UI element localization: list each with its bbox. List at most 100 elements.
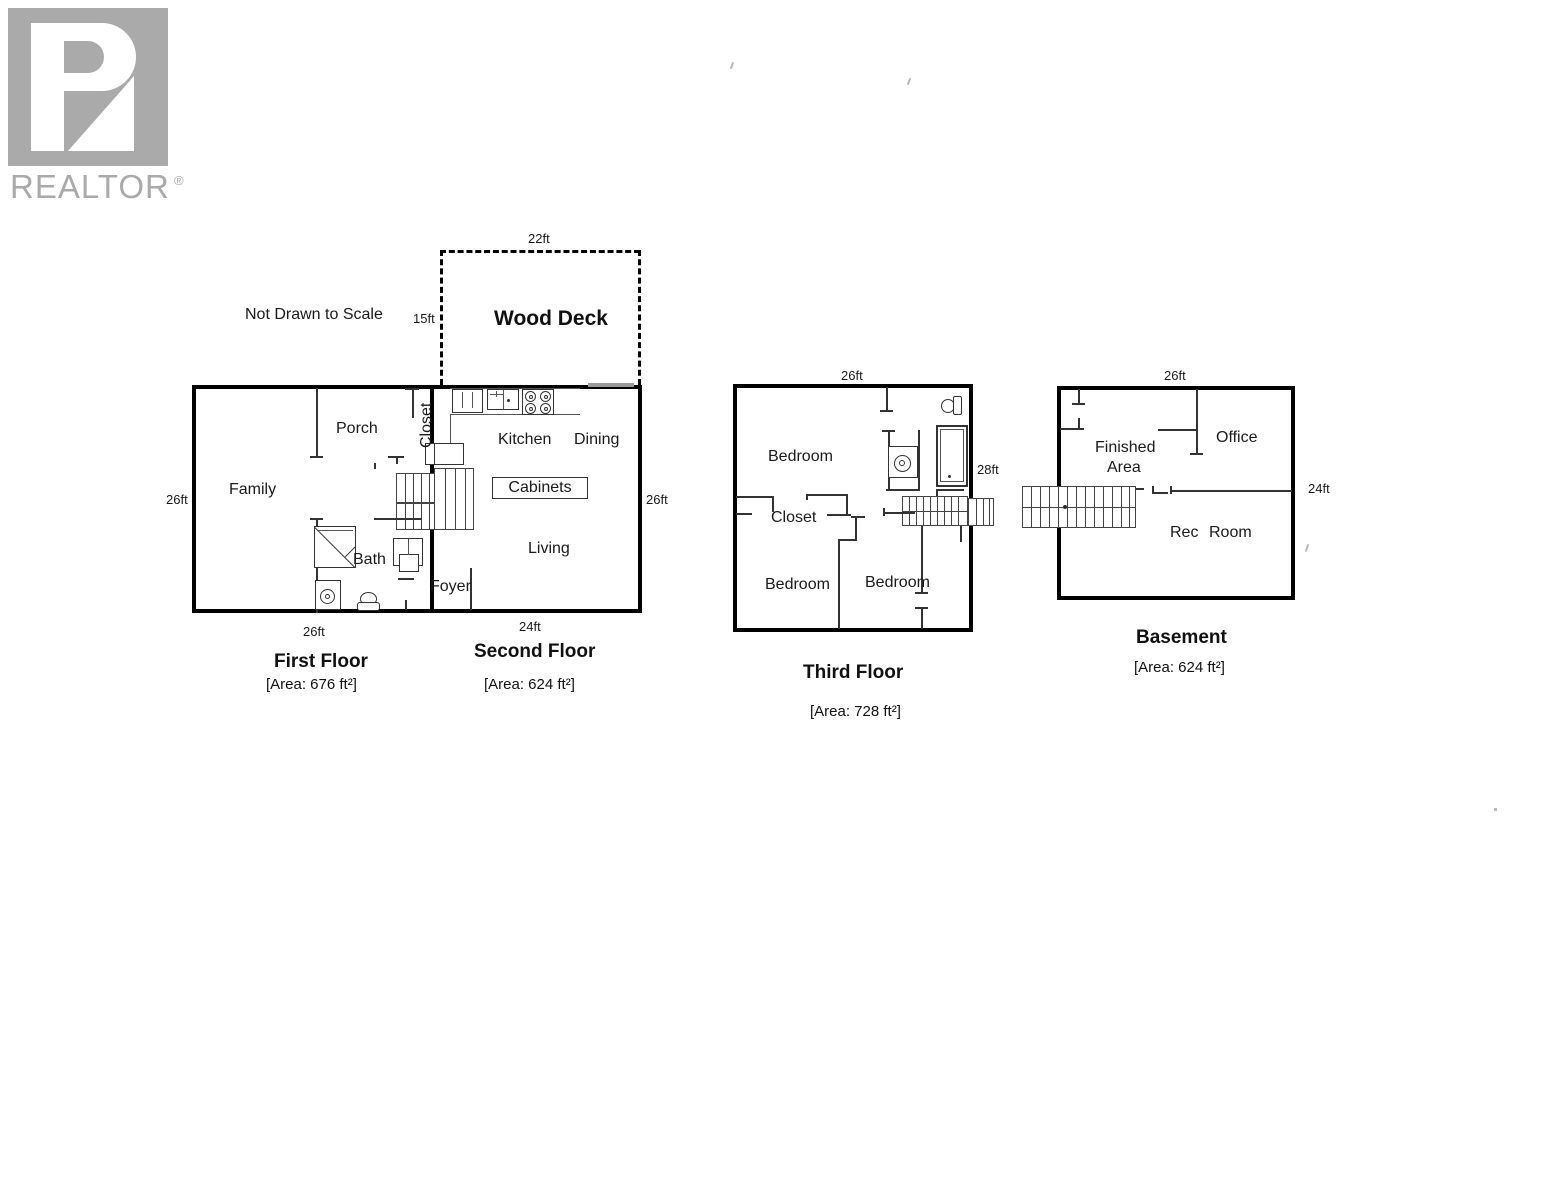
- third-floor-partition-top-cap: [880, 410, 893, 412]
- bath-wall-left-cap: [310, 518, 323, 520]
- realtor-logo-r-stem: [31, 23, 64, 151]
- closet-wall-first: [412, 388, 414, 418]
- realtor-logo-r-leg: [68, 76, 134, 151]
- bathroom-door-jamb: [936, 489, 938, 497]
- sink-faucet-stem: [496, 391, 497, 397]
- scan-artifact: [906, 77, 912, 86]
- kitchen-counter-front: [450, 414, 580, 415]
- room-label-finished-area-line1: Finished: [1095, 439, 1156, 456]
- first-floor-dim-left: 26ft: [166, 492, 188, 507]
- deck-wall-right: [638, 250, 641, 385]
- third-floor-washer-drum-center: [899, 460, 905, 466]
- bath-door-threshold: [398, 578, 414, 580]
- foyer-partition: [470, 568, 472, 610]
- room-label-living: Living: [528, 540, 570, 557]
- bedroom-wall-lower: [921, 607, 923, 629]
- second-floor-wall-top: [430, 385, 642, 389]
- room-label-bedroom-2: Bedroom: [765, 576, 830, 593]
- cabinets-island: Cabinets: [492, 477, 588, 499]
- basement-wall-bottom: [1057, 596, 1295, 600]
- scan-artifact: [729, 61, 735, 70]
- bath-wall-top: [374, 518, 422, 520]
- third-floor-toilet-tank-icon: [953, 396, 962, 415]
- third-floor-wall-bottom: [733, 628, 973, 632]
- basement-title: Basement: [1136, 627, 1227, 648]
- vanity-column-wall-right: [918, 430, 920, 490]
- stove-burner-2-center: [544, 395, 548, 399]
- second-floor-stairs: [434, 468, 474, 530]
- realtor-logo: REALTOR ®: [8, 8, 188, 208]
- room-label-dining: Dining: [574, 431, 620, 448]
- rec-room-wall: [1170, 490, 1292, 492]
- third-floor-dim-top: 26ft: [841, 368, 863, 383]
- room-label-family: Family: [229, 481, 277, 498]
- bedroom-wall-lower-cap: [915, 607, 928, 609]
- basement-stairs-direction-marker: [1063, 505, 1067, 509]
- wood-deck-label: Wood Deck: [494, 307, 608, 330]
- second-floor-wall-bottom: [430, 609, 642, 613]
- toilet-tank-icon: [357, 602, 380, 611]
- hall-wall-b: [855, 516, 857, 540]
- hall-wall-d: [883, 512, 915, 514]
- sink-faucet: [490, 394, 504, 395]
- third-floor-stairs-left: [902, 496, 968, 526]
- hall-wall-d-jamb: [883, 508, 885, 516]
- stair-enclosure-cap: [915, 592, 928, 594]
- basement-dim-top: 26ft: [1164, 368, 1186, 383]
- closet-door-jamb: [396, 456, 398, 464]
- basement-partition-b-cap: [1060, 428, 1084, 430]
- closet-wall-left: [772, 496, 774, 512]
- third-floor-title: Third Floor: [803, 662, 904, 683]
- bath-door-jamb: [405, 600, 407, 610]
- basement-partition-a-cap: [1072, 403, 1085, 405]
- first-floor-wall-left: [192, 385, 196, 613]
- sink-divider: [503, 390, 504, 409]
- room-label-finished-area-line2: Area: [1107, 459, 1141, 476]
- porch-partition-cap: [310, 456, 323, 458]
- stove-burner-4-center: [544, 407, 548, 411]
- room-label-office: Office: [1216, 429, 1258, 446]
- room-label-porch: Porch: [336, 420, 378, 437]
- bedroom-divider-wall: [838, 539, 840, 629]
- deck-height-dimension: 15ft: [413, 311, 435, 326]
- closet-door-stop: [806, 494, 808, 500]
- first-floor-title: First Floor: [274, 651, 368, 672]
- room-label-rec: Rec: [1170, 524, 1199, 541]
- scan-artifact: [1304, 543, 1310, 553]
- sink-drain: [507, 399, 510, 402]
- closet-wall-cap-top: [405, 388, 419, 390]
- deck-door-opening: [588, 383, 634, 387]
- closet-wall-top-right: [808, 494, 848, 496]
- third-floor-stairs-right: [968, 498, 994, 526]
- room-label-closet-third: Closet: [771, 509, 817, 526]
- third-floor-dim-right: 28ft: [977, 462, 999, 477]
- second-floor-title: Second Floor: [474, 641, 596, 662]
- rec-room-wall-jamb: [1170, 486, 1172, 494]
- rec-room-threshold: [1152, 492, 1168, 494]
- vanity-column-cap-bottom: [886, 489, 920, 491]
- room-label-bedroom-3: Bedroom: [865, 574, 930, 591]
- second-floor-stair-landing: [434, 443, 464, 465]
- stove-burner-3: [525, 403, 536, 414]
- hall-wall-e: [960, 526, 962, 542]
- stove-burner-3-center: [529, 407, 533, 411]
- stove-burner-1: [525, 391, 536, 402]
- vanity-divider: [408, 539, 409, 555]
- shower-stall-icon: [314, 526, 356, 568]
- deck-wall-top: [440, 250, 640, 253]
- room-label-room: Room: [1209, 524, 1252, 541]
- basement-dim-right: 24ft: [1308, 481, 1330, 496]
- bathtub-drain: [948, 475, 951, 478]
- first-floor-dim-bottom: 26ft: [303, 624, 325, 639]
- office-wall-cap: [1190, 453, 1203, 455]
- bathtub-basin: [940, 429, 964, 482]
- stove-burner-4: [540, 403, 551, 414]
- hall-wall-c: [838, 539, 857, 541]
- stove-burner-2: [540, 391, 551, 402]
- basement-partition-a: [1078, 389, 1080, 405]
- hall-wall-a: [851, 516, 865, 518]
- basement-wall-right: [1291, 386, 1295, 600]
- shower-ledge: [317, 530, 353, 531]
- porch-partition: [316, 388, 318, 458]
